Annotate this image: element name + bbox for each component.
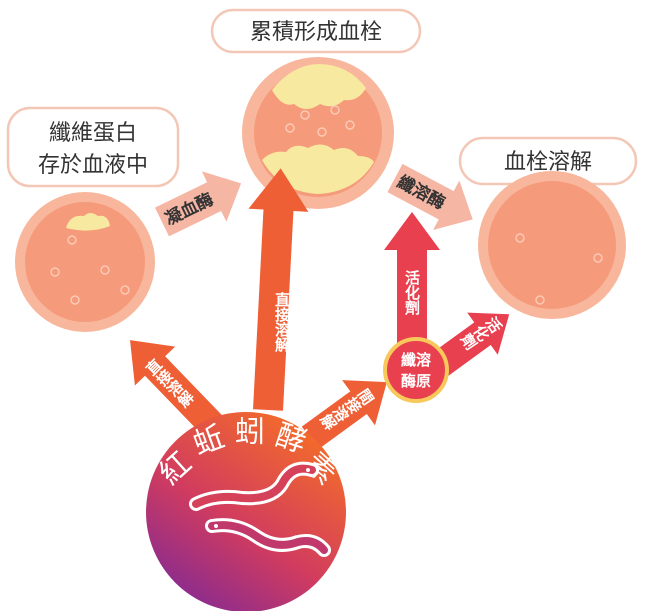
plaque	[262, 144, 374, 194]
svg-text:血栓溶解: 血栓溶解	[504, 150, 592, 175]
enzyme-circle: 紅 蚯 蚓 酵 素	[146, 412, 346, 611]
label-activator-up: 活化劑	[403, 269, 421, 316]
svg-text:纖維蛋白: 纖維蛋白	[49, 121, 137, 146]
arrow-direct-up	[248, 168, 309, 411]
svg-text:蚓: 蚓	[235, 415, 265, 450]
arrow-direct-left	[130, 340, 223, 435]
plasminogen-circle: 纖溶 酶原	[383, 337, 449, 403]
svg-text:累積形成血栓: 累積形成血栓	[250, 20, 382, 45]
label-dissolve: 血栓溶解	[458, 136, 638, 186]
plaque	[66, 213, 110, 231]
arrow-activator-up	[384, 212, 440, 350]
plaque	[272, 64, 366, 109]
label-clot: 累積形成血栓	[210, 8, 422, 54]
svg-text:纖溶: 纖溶	[401, 351, 431, 369]
arrow-activator-diag	[429, 312, 510, 378]
arrow-indirect	[301, 380, 387, 450]
svg-text:存於血液中: 存於血液中	[38, 153, 148, 178]
worm-icon	[189, 461, 319, 511]
vessel-clot	[242, 57, 394, 209]
vessel-fibrin	[15, 192, 155, 332]
svg-text:酶原: 酶原	[401, 372, 431, 390]
vessel-dissolved	[478, 171, 626, 319]
label-direct-up: 直接溶解	[273, 291, 291, 353]
label-fibrin: 纖維蛋白 存於血液中	[6, 106, 180, 188]
worm-icon	[205, 518, 331, 557]
